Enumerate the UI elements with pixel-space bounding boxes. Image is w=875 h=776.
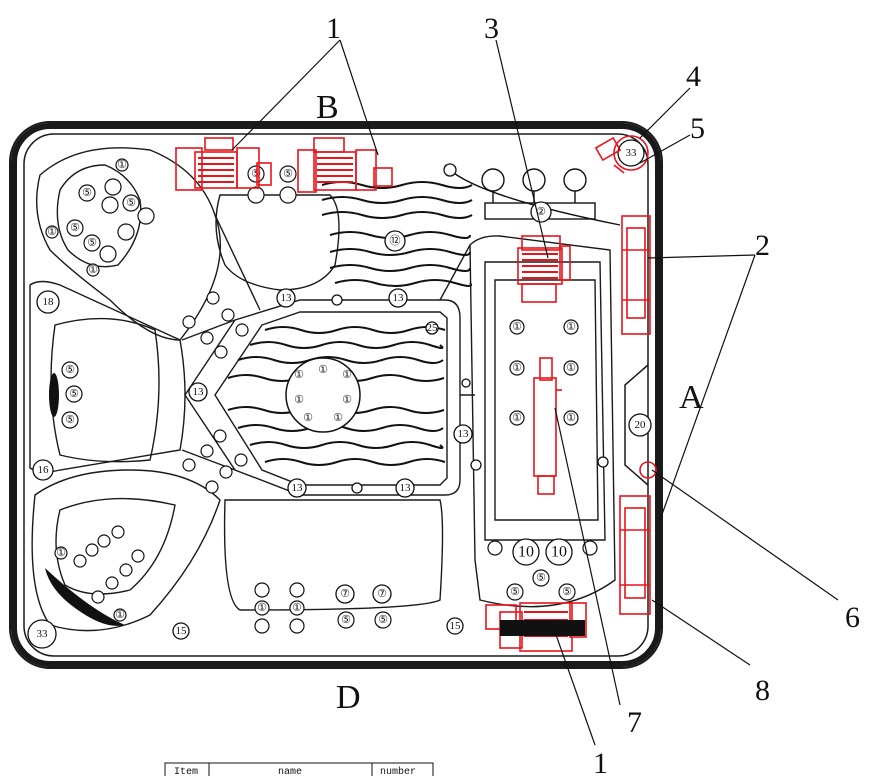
jet-label: ① xyxy=(292,602,302,614)
spa-shell xyxy=(9,121,663,669)
side-label-a: A xyxy=(679,379,704,416)
jet-label: ⑤ xyxy=(65,364,75,376)
fixture-label-15: 15 xyxy=(450,620,462,632)
jet-label: ⑤ xyxy=(87,237,97,249)
fixture-label-20: 20 xyxy=(635,419,647,431)
jet-label: ① xyxy=(512,321,522,333)
jet-label: ⑤ xyxy=(536,572,546,584)
fixture-label-25: 25 xyxy=(427,322,439,334)
jet-label: ⑤ xyxy=(251,168,261,180)
leader-lines xyxy=(231,39,839,746)
callout-4: 4 xyxy=(686,60,701,93)
jet-label: 10 xyxy=(518,544,534,561)
jet-labels: ① ① ① ① ① ① ① ① ① ① ① ① ① ① ① ① ① ① ① ① … xyxy=(47,159,576,626)
pump-top-left xyxy=(175,137,272,191)
callout-6: 6 xyxy=(845,601,860,634)
pump-top-middle xyxy=(297,137,393,193)
callout-1-top: 1 xyxy=(326,12,341,45)
jet-label: ① xyxy=(115,609,125,621)
fixture-label-13: 13 xyxy=(393,292,405,304)
jet-label: ⑤ xyxy=(69,388,79,400)
jet-label: ⑤ xyxy=(562,586,572,598)
jet-label: ⑦ xyxy=(340,588,350,600)
jet-label: ① xyxy=(512,362,522,374)
jet-label: ⑤ xyxy=(126,197,136,209)
callout-2: 2 xyxy=(755,229,770,262)
jet-label: ⑤ xyxy=(70,222,80,234)
drain-fitting xyxy=(594,135,649,174)
jet-label: ① xyxy=(257,602,267,614)
jet-label: ① xyxy=(56,547,66,559)
jet-label: ① xyxy=(512,412,522,424)
callout-numbers: 1 3 4 5 2 6 8 7 1 xyxy=(326,12,860,776)
pump-right-lounger xyxy=(517,235,571,303)
jet-label: ② xyxy=(536,206,546,218)
side-label-d: D xyxy=(336,679,361,716)
jets-medium xyxy=(61,165,576,629)
callout-8: 8 xyxy=(755,674,770,707)
fixture-label-13: 13 xyxy=(281,292,293,304)
jets-small xyxy=(45,158,598,634)
fixture-label-13: 13 xyxy=(400,482,412,494)
jet-label: ① xyxy=(294,394,304,406)
fixture-label-16: 16 xyxy=(38,464,50,476)
fixture-label-13: 13 xyxy=(458,428,470,440)
jet-label: ① xyxy=(303,412,313,424)
jet-label: ⑫ xyxy=(390,234,401,247)
jet-label: ① xyxy=(117,159,127,171)
sensor xyxy=(639,461,657,479)
side-label-b: B xyxy=(316,89,339,126)
table-header-number: number xyxy=(380,766,416,776)
jet-label: ⑤ xyxy=(510,586,520,598)
jet-label: ① xyxy=(566,362,576,374)
jet-label: ⑤ xyxy=(65,414,75,426)
ozonator xyxy=(533,357,562,495)
equipment-red xyxy=(175,135,657,652)
side-labels: B A D xyxy=(316,89,704,716)
pump-bottom-tray xyxy=(500,620,585,636)
fixture-label-15: 15 xyxy=(176,625,188,637)
fixture-label-33: 33 xyxy=(37,628,49,640)
jet-label: 10 xyxy=(551,544,567,561)
fixture-labels: 18 16 33 33 15 15 20 13 13 13 13 13 13 2… xyxy=(37,147,647,640)
heater-top-right xyxy=(621,215,651,335)
table-header-name: name xyxy=(278,767,302,776)
heater-bottom-right xyxy=(619,495,651,615)
jet-label: ① xyxy=(294,369,304,381)
center-jet-cluster xyxy=(285,357,361,433)
jet-label: ① xyxy=(566,321,576,333)
jet-label: ① xyxy=(88,264,98,276)
jet-label: ⑦ xyxy=(377,588,387,600)
fixture-label-13: 13 xyxy=(193,386,205,398)
jet-label: ⑤ xyxy=(82,187,92,199)
jet-label: ⑤ xyxy=(378,614,388,626)
jet-label: ① xyxy=(333,412,343,424)
jet-label: ① xyxy=(342,394,352,406)
callout-5: 5 xyxy=(690,112,705,145)
fixture-label-33: 33 xyxy=(626,147,638,159)
jet-label: ⑤ xyxy=(283,168,293,180)
parts-table: Item name number xyxy=(164,762,434,776)
callout-3: 3 xyxy=(484,12,499,45)
jet-label: ① xyxy=(47,226,57,238)
jet-label: ① xyxy=(318,364,328,376)
jet-label: ① xyxy=(566,412,576,424)
jet-label: ⑤ xyxy=(341,614,351,626)
headrest-pads xyxy=(45,373,125,626)
fixture-label-18: 18 xyxy=(43,296,55,308)
callout-1-bottom: 1 xyxy=(593,747,608,776)
callout-7: 7 xyxy=(627,706,642,739)
jet-label: ① xyxy=(342,369,352,381)
table-header-item: Item xyxy=(174,767,198,776)
fixture-label-13: 13 xyxy=(292,482,304,494)
